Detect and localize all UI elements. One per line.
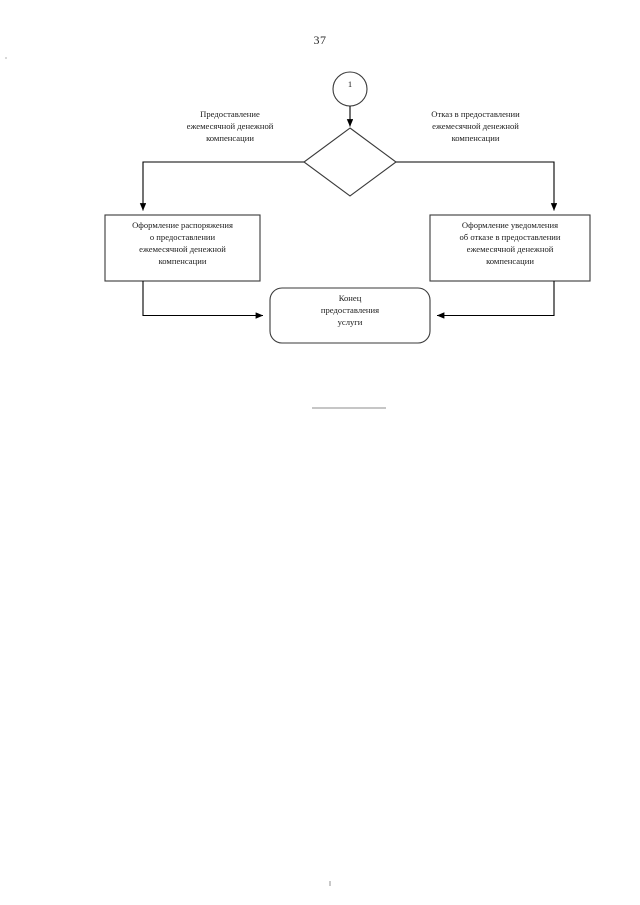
start-node-circle — [332, 71, 368, 107]
edge-grant-to-end — [142, 281, 264, 319]
edge-label-refuse: Отказ в предоставлении ежемесячной денеж… — [431, 109, 520, 144]
edge-label-grant: Предоставление ежемесячной денежной комп… — [186, 109, 274, 144]
start-node-label: 1 — [347, 79, 353, 89]
scan-artifact-bottom — [329, 881, 331, 886]
process-box-refuse — [429, 214, 591, 282]
process-box-grant-label: Оформление распоряжения о предоставлении… — [132, 220, 233, 267]
terminal-node-label: Конец предоставления услуги — [320, 293, 380, 328]
page-number: 37 — [313, 33, 327, 47]
decision-node-diamond — [303, 127, 397, 197]
terminal-node-end — [269, 287, 431, 344]
scan-artifact-left-margin — [5, 57, 7, 59]
edge-decision-to-refuse — [396, 161, 558, 211]
process-box-grant — [104, 214, 261, 282]
edge-decision-to-grant — [139, 161, 304, 211]
process-box-refuse-label: Оформление уведомления об отказе в предо… — [459, 220, 561, 267]
edge-refuse-to-end — [436, 281, 555, 319]
